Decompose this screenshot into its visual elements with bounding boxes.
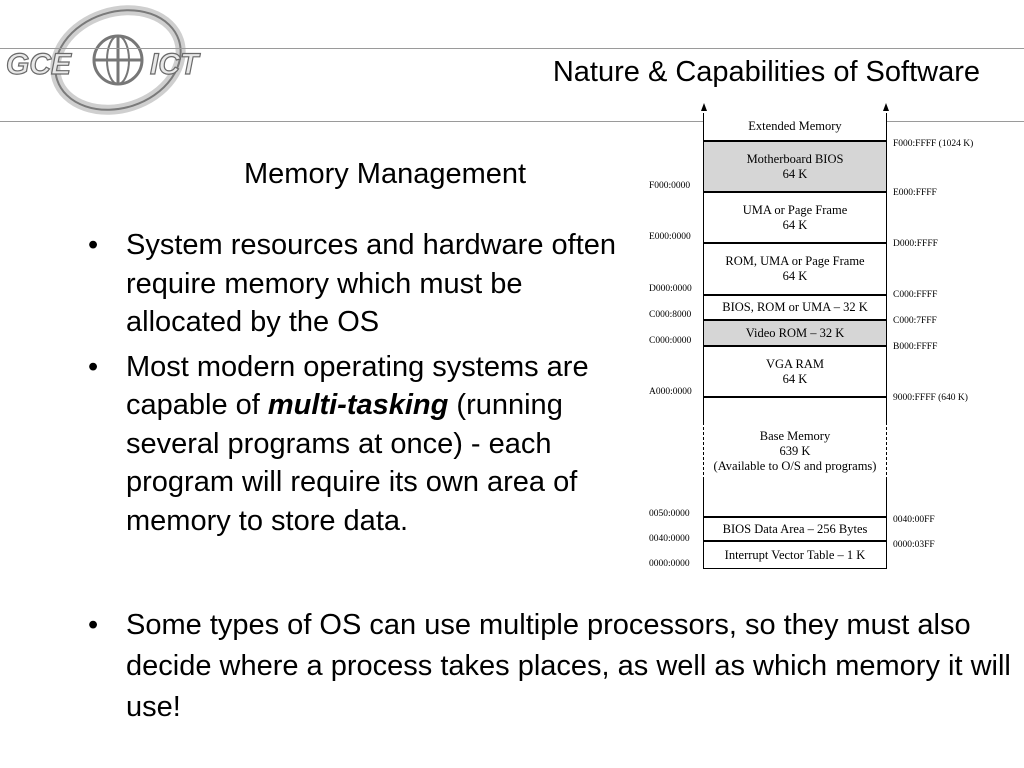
block-label: Extended Memory xyxy=(748,119,842,133)
memory-block-extended: Extended Memory xyxy=(703,113,887,141)
gce-ict-logo: GCE ICT xyxy=(5,5,202,115)
address-label: C000:8000 xyxy=(649,310,692,320)
memory-block-bios-rom-uma: BIOS, ROM or UMA – 32 K xyxy=(703,295,887,320)
block-note: (Available to O/S and programs) xyxy=(713,458,877,473)
memory-map-diagram: Extended Memory Motherboard BIOS 64 K UM… xyxy=(645,95,1005,575)
block-label: BIOS, ROM or UMA – 32 K xyxy=(722,300,868,314)
bullet-item: • System resources and hardware often re… xyxy=(0,226,640,342)
block-label: UMA or Page Frame xyxy=(742,202,848,217)
address-label: C000:7FFF xyxy=(893,316,937,326)
memory-block-bios-data-area: BIOS Data Area – 256 Bytes xyxy=(703,517,887,541)
address-label: F000:FFFF (1024 K) xyxy=(893,139,974,149)
address-label: E000:FFFF xyxy=(893,188,937,198)
memory-block-base-bottom xyxy=(703,480,887,517)
address-label: 0050:0000 xyxy=(649,509,690,519)
memory-block-rom-uma: ROM, UMA or Page Frame 64 K xyxy=(703,243,887,295)
memory-block-vga-ram: VGA RAM 64 K xyxy=(703,346,887,397)
header-divider xyxy=(0,48,1024,49)
block-label: ROM, UMA or Page Frame xyxy=(725,254,865,268)
memory-block-interrupt-vector-table: Interrupt Vector Table – 1 K xyxy=(703,541,887,569)
block-size: 64 K xyxy=(782,217,808,232)
bullet-text: Most modern operating systems are capabl… xyxy=(126,350,589,422)
address-label: 0040:0000 xyxy=(649,534,690,544)
memory-block-video-rom: Video ROM – 32 K xyxy=(703,320,887,346)
address-label: F000:0000 xyxy=(649,181,691,191)
block-size: 64 K xyxy=(782,371,808,386)
bullet-text: Some types of OS can use multiple proces… xyxy=(126,609,1011,723)
address-label: D000:0000 xyxy=(649,284,692,294)
address-label: 0000:0000 xyxy=(649,559,690,569)
bullet-icon: • xyxy=(88,350,99,383)
block-label: Video ROM – 32 K xyxy=(745,325,845,340)
bullet-item: • Some types of OS can use multiple proc… xyxy=(0,605,1024,728)
block-size: 64 K xyxy=(782,166,808,181)
block-label: Base Memory xyxy=(759,428,831,443)
bullet-text: System resources and hardware often requ… xyxy=(126,229,617,338)
address-label: B000:FFFF xyxy=(893,342,938,352)
block-size: 64 K xyxy=(782,269,808,283)
block-size: 639 K xyxy=(779,443,811,458)
bullet-list: • System resources and hardware often re… xyxy=(0,226,640,540)
block-label: Motherboard BIOS xyxy=(746,151,844,166)
address-label: A000:0000 xyxy=(649,387,692,397)
address-label: 0000:03FF xyxy=(893,540,935,550)
address-label: D000:FFFF xyxy=(893,239,938,249)
bullet-list: • Some types of OS can use multiple proc… xyxy=(0,605,1024,728)
memory-block-base-top xyxy=(703,397,887,422)
bullet-text: (running several programs at once) - eac… xyxy=(126,389,578,537)
memory-block-base: Base Memory 639 K (Available to O/S and … xyxy=(703,422,887,480)
address-label: E000:0000 xyxy=(649,232,691,242)
address-label: C000:FFFF xyxy=(893,290,938,300)
svg-text:GCE: GCE xyxy=(6,48,72,81)
emphasized-term: multi-tasking xyxy=(267,389,449,421)
address-label: 0040:00FF xyxy=(893,515,935,525)
bullet-item: • Most modern operating systems are capa… xyxy=(0,348,640,541)
bullet-icon: • xyxy=(88,609,99,641)
memory-block-motherboard-bios: Motherboard BIOS 64 K xyxy=(703,141,887,192)
section-subtitle: Memory Management xyxy=(244,158,527,190)
slide-title: Nature & Capabilities of Software xyxy=(552,56,980,88)
block-label: VGA RAM xyxy=(766,356,824,371)
memory-block-uma-page-frame: UMA or Page Frame 64 K xyxy=(703,192,887,243)
block-label: BIOS Data Area – 256 Bytes xyxy=(722,521,868,536)
address-label: 9000:FFFF (640 K) xyxy=(893,393,968,403)
address-label: C000:0000 xyxy=(649,336,692,346)
header-divider xyxy=(0,121,1024,122)
svg-text:ICT: ICT xyxy=(150,48,201,81)
block-label: Interrupt Vector Table – 1 K xyxy=(724,547,866,562)
bullet-icon: • xyxy=(88,229,99,261)
